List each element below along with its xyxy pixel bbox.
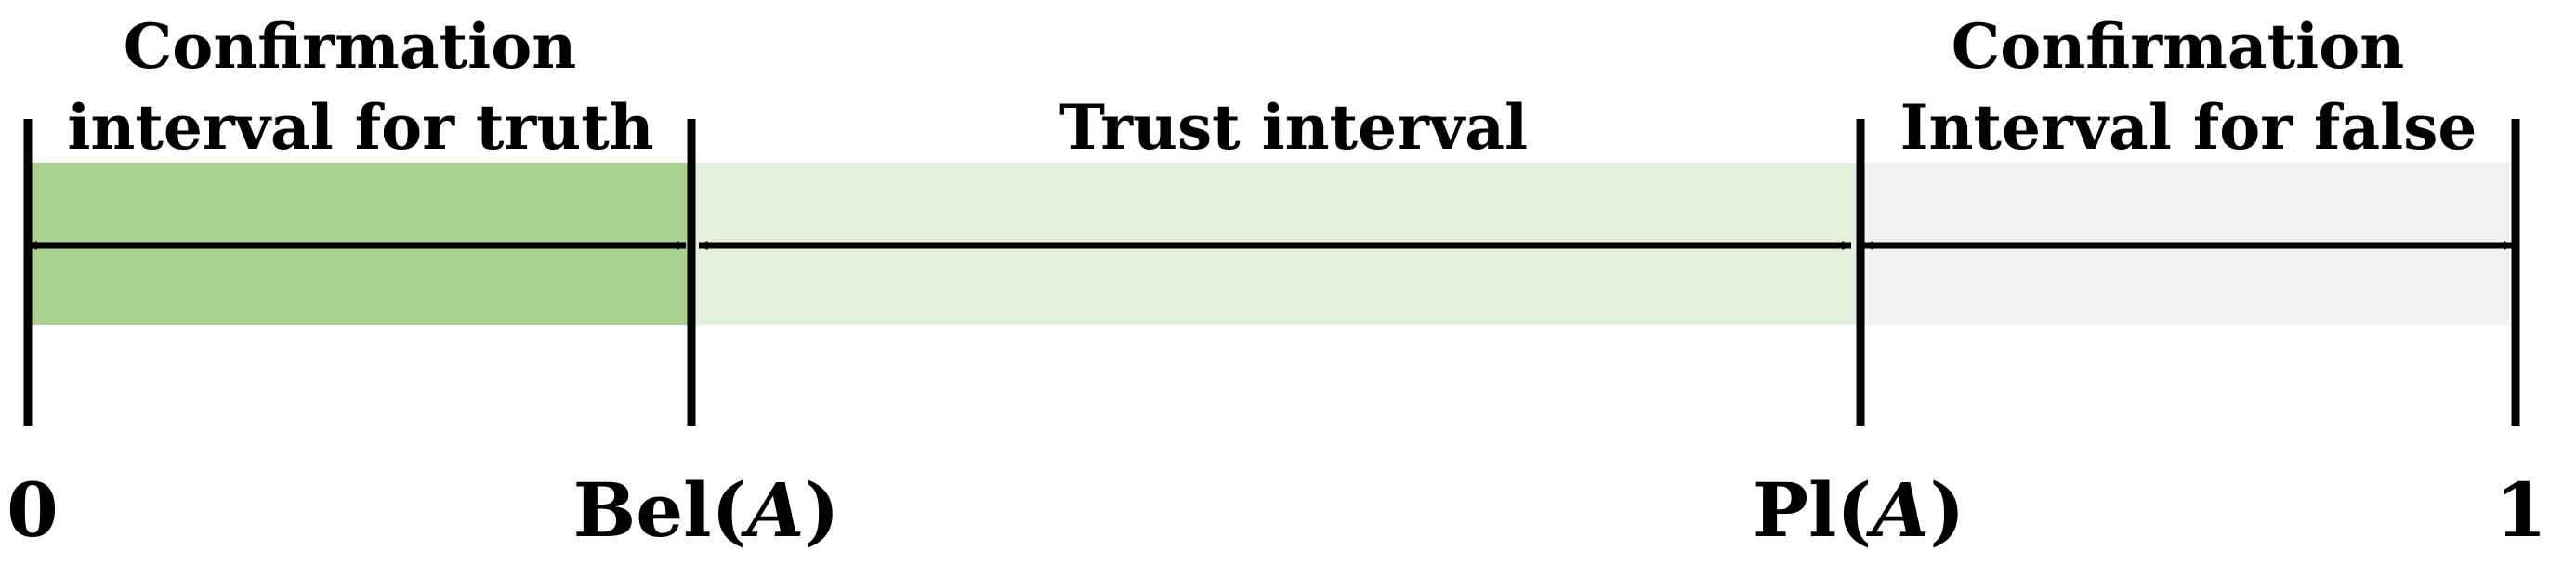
tick-label-one: 1 (2495, 466, 2547, 554)
false-interval-label: Confirmation Interval for false (1900, 10, 2477, 164)
tick-label-bel: Bel(A) (573, 466, 840, 554)
tick-label-zero: 0 (7, 466, 59, 554)
trust-interval-label: Trust interval (1059, 91, 1528, 164)
truth-interval-label: Confirmation interval for truth (67, 10, 653, 164)
tick-label-pl: Pl(A) (1753, 466, 1965, 554)
